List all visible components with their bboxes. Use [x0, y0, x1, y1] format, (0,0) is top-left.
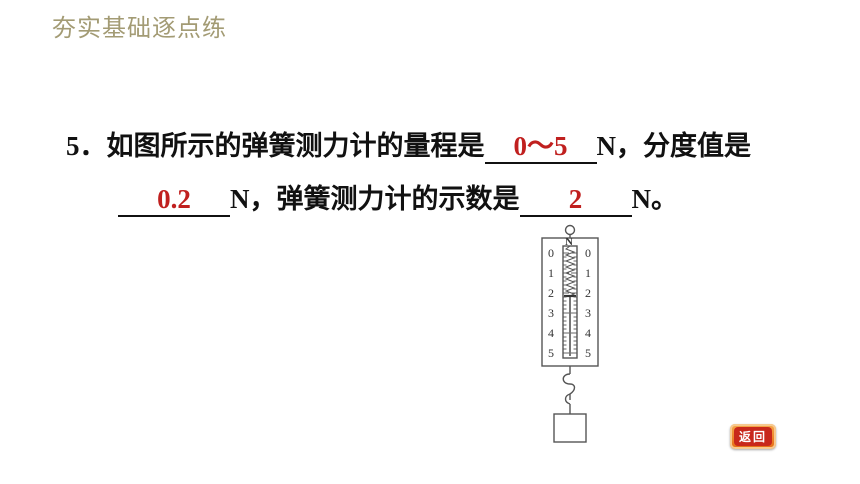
return-button-label: 返回 — [733, 427, 772, 446]
return-button[interactable]: 返回 — [730, 424, 776, 449]
answer-blank-reading: 2 — [519, 184, 632, 217]
tick-label-right: 4 — [585, 326, 591, 340]
tick-label-right: 1 — [585, 266, 591, 280]
tick-label-left: 5 — [548, 346, 554, 360]
question-text-4: N。 — [631, 184, 679, 214]
tick-label-right: 2 — [585, 286, 591, 300]
answer-blank-division: 0.2 — [118, 184, 230, 217]
tick-label-left: 2 — [548, 286, 554, 300]
weight-hook — [564, 393, 571, 405]
scale-unit-label: N — [565, 236, 573, 248]
answer-blank-range: 0～5 — [484, 131, 597, 164]
top-ring — [564, 224, 576, 236]
spring-scale-diagram: 0 1 2 3 4 5 0 1 2 3 4 5 N — [541, 224, 599, 443]
question-line-2: 0.2 N，弹簧测力计的示数是 2 N。 — [118, 177, 678, 217]
section-header: 夯实基础逐点练 — [52, 14, 227, 42]
answer-division: 0.2 — [157, 184, 191, 214]
tick-label-left: 1 — [548, 266, 554, 280]
question-line-1: 5．如图所示的弹簧测力计的量程是 0～5 N，分度值是 — [66, 124, 751, 164]
question-text-3: N，弹簧测力计的示数是 — [230, 184, 520, 214]
tick-label-right: 5 — [585, 346, 591, 360]
weight-block — [553, 413, 587, 443]
question-text-1: 如图所示的弹簧测力计的量程是 — [106, 131, 485, 162]
spring — [564, 245, 576, 297]
question-text-2: N，分度值是 — [596, 131, 752, 161]
answer-range: 0～5 — [513, 131, 568, 161]
tick-label-left: 3 — [548, 306, 554, 320]
tick-label-left: 4 — [548, 326, 554, 340]
tick-label-right: 0 — [585, 246, 591, 260]
scale-tick-labels: 0 1 2 3 4 5 0 1 2 3 4 5 — [548, 246, 591, 360]
tick-label-left: 0 — [548, 246, 554, 260]
scale-ticks — [563, 252, 577, 354]
question-number: 5． — [66, 131, 107, 161]
tick-label-right: 3 — [585, 306, 591, 320]
bottom-hook — [562, 373, 576, 400]
answer-reading: 2 — [568, 184, 583, 214]
